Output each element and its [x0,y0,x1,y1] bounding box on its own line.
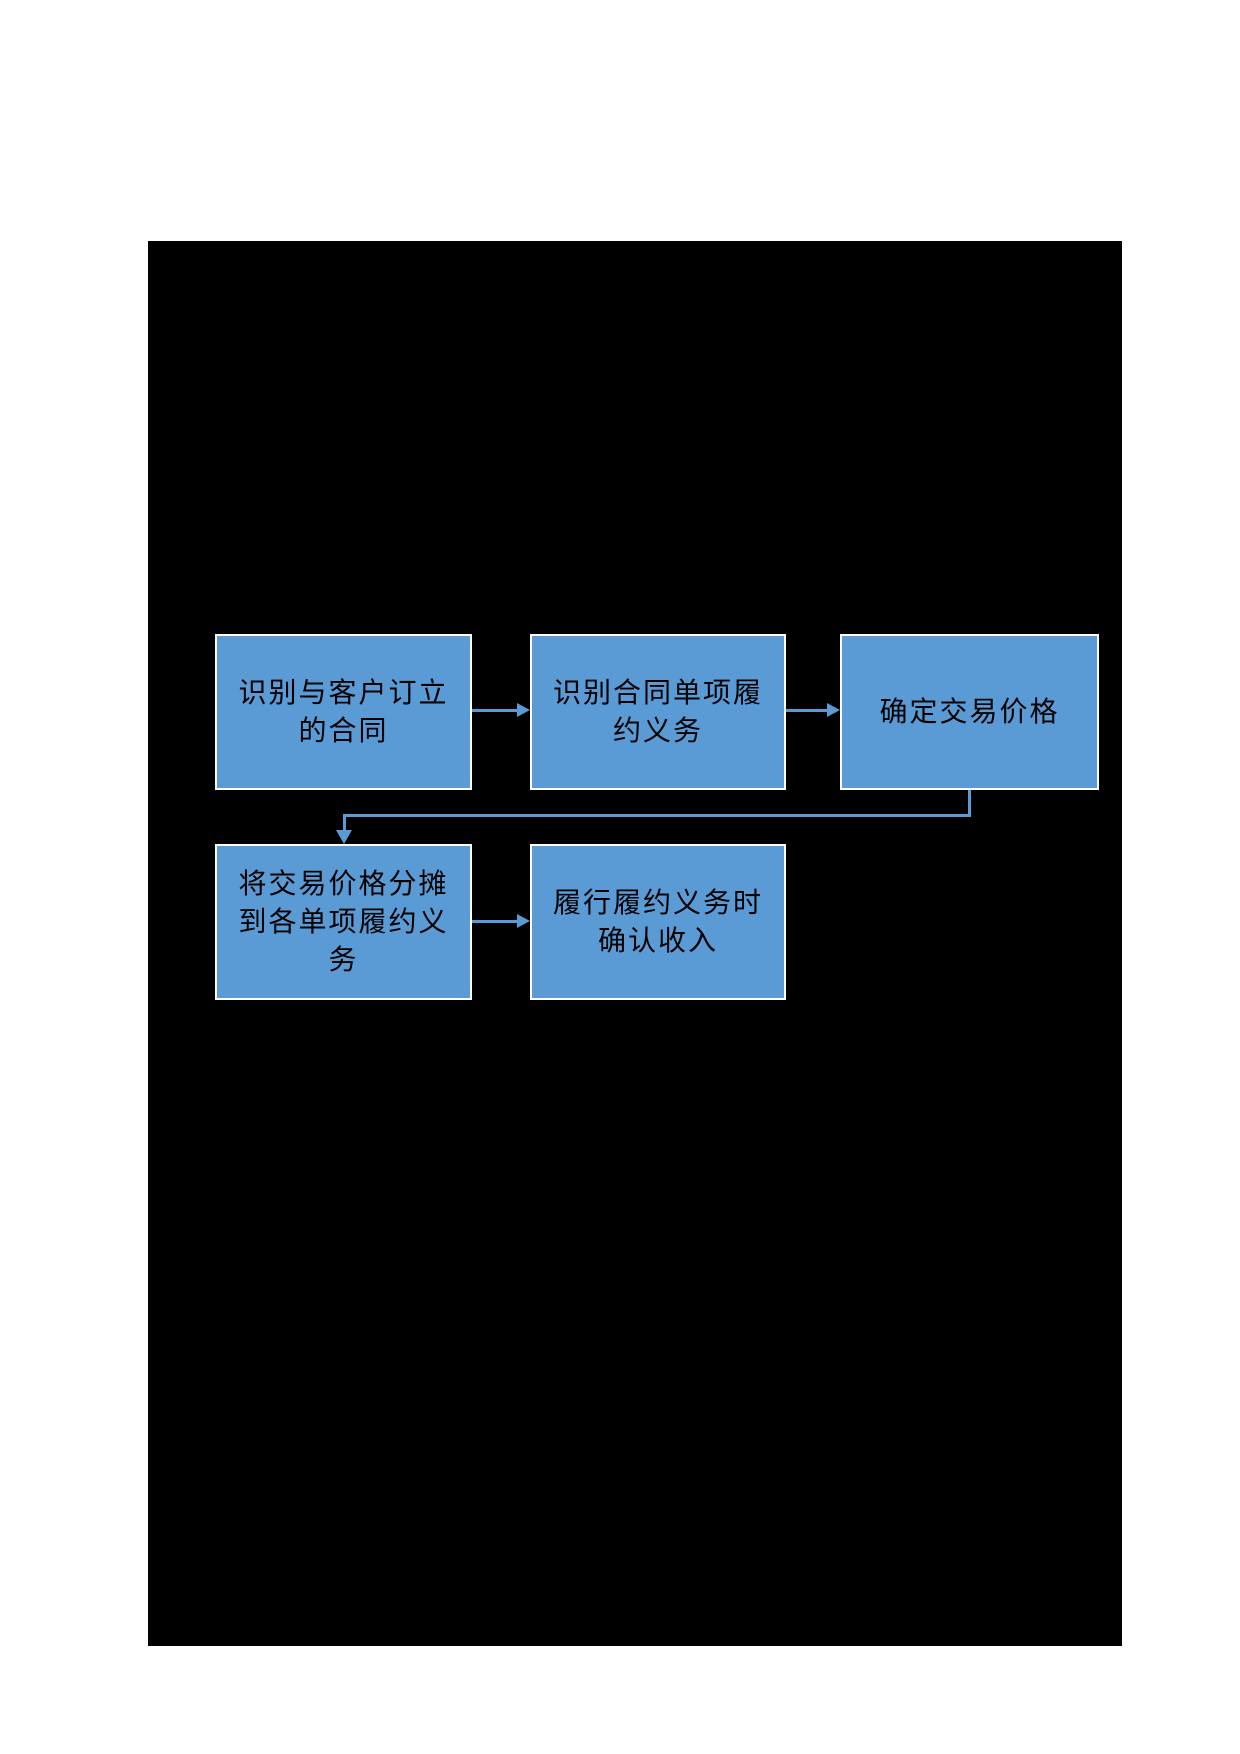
arrow-step2-step3-line [786,709,827,712]
arrow-step1-step2-head-icon [517,703,530,717]
arrow-step3-step4-drop-segment [343,817,346,830]
flow-node-label: 识别与客户订立 的合同 [238,676,449,747]
arrow-step2-step3-head-icon [827,703,840,717]
flow-node-identify-performance-obligations: 识别合同单项履 约义务 [530,634,786,790]
arrow-step1-step2-line [472,709,517,712]
flow-node-label: 确定交易价格 [879,695,1060,728]
flow-node-label: 识别合同单项履 约义务 [552,676,763,747]
arrow-step3-step4-head-icon [336,830,352,844]
arrow-step3-step4-horizontal-segment [343,814,971,817]
flow-node-allocate-transaction-price: 将交易价格分摊 到各单项履约义 务 [215,844,472,1000]
flowchart-canvas: 识别与客户订立 的合同 识别合同单项履 约义务 确定交易价格 将交易价格分摊 到… [148,241,1122,1646]
flow-node-label: 将交易价格分摊 到各单项履约义 务 [238,867,449,976]
arrow-step4-step5-head-icon [517,914,530,928]
arrow-step3-step4-vertical-segment [968,790,971,817]
flow-node-label: 履行履约义务时 确认收入 [552,886,763,957]
flow-node-identify-contract: 识别与客户订立 的合同 [215,634,472,790]
arrow-step4-step5-line [472,920,517,923]
flow-node-recognize-revenue: 履行履约义务时 确认收入 [530,844,786,1000]
flow-node-determine-transaction-price: 确定交易价格 [840,634,1099,790]
